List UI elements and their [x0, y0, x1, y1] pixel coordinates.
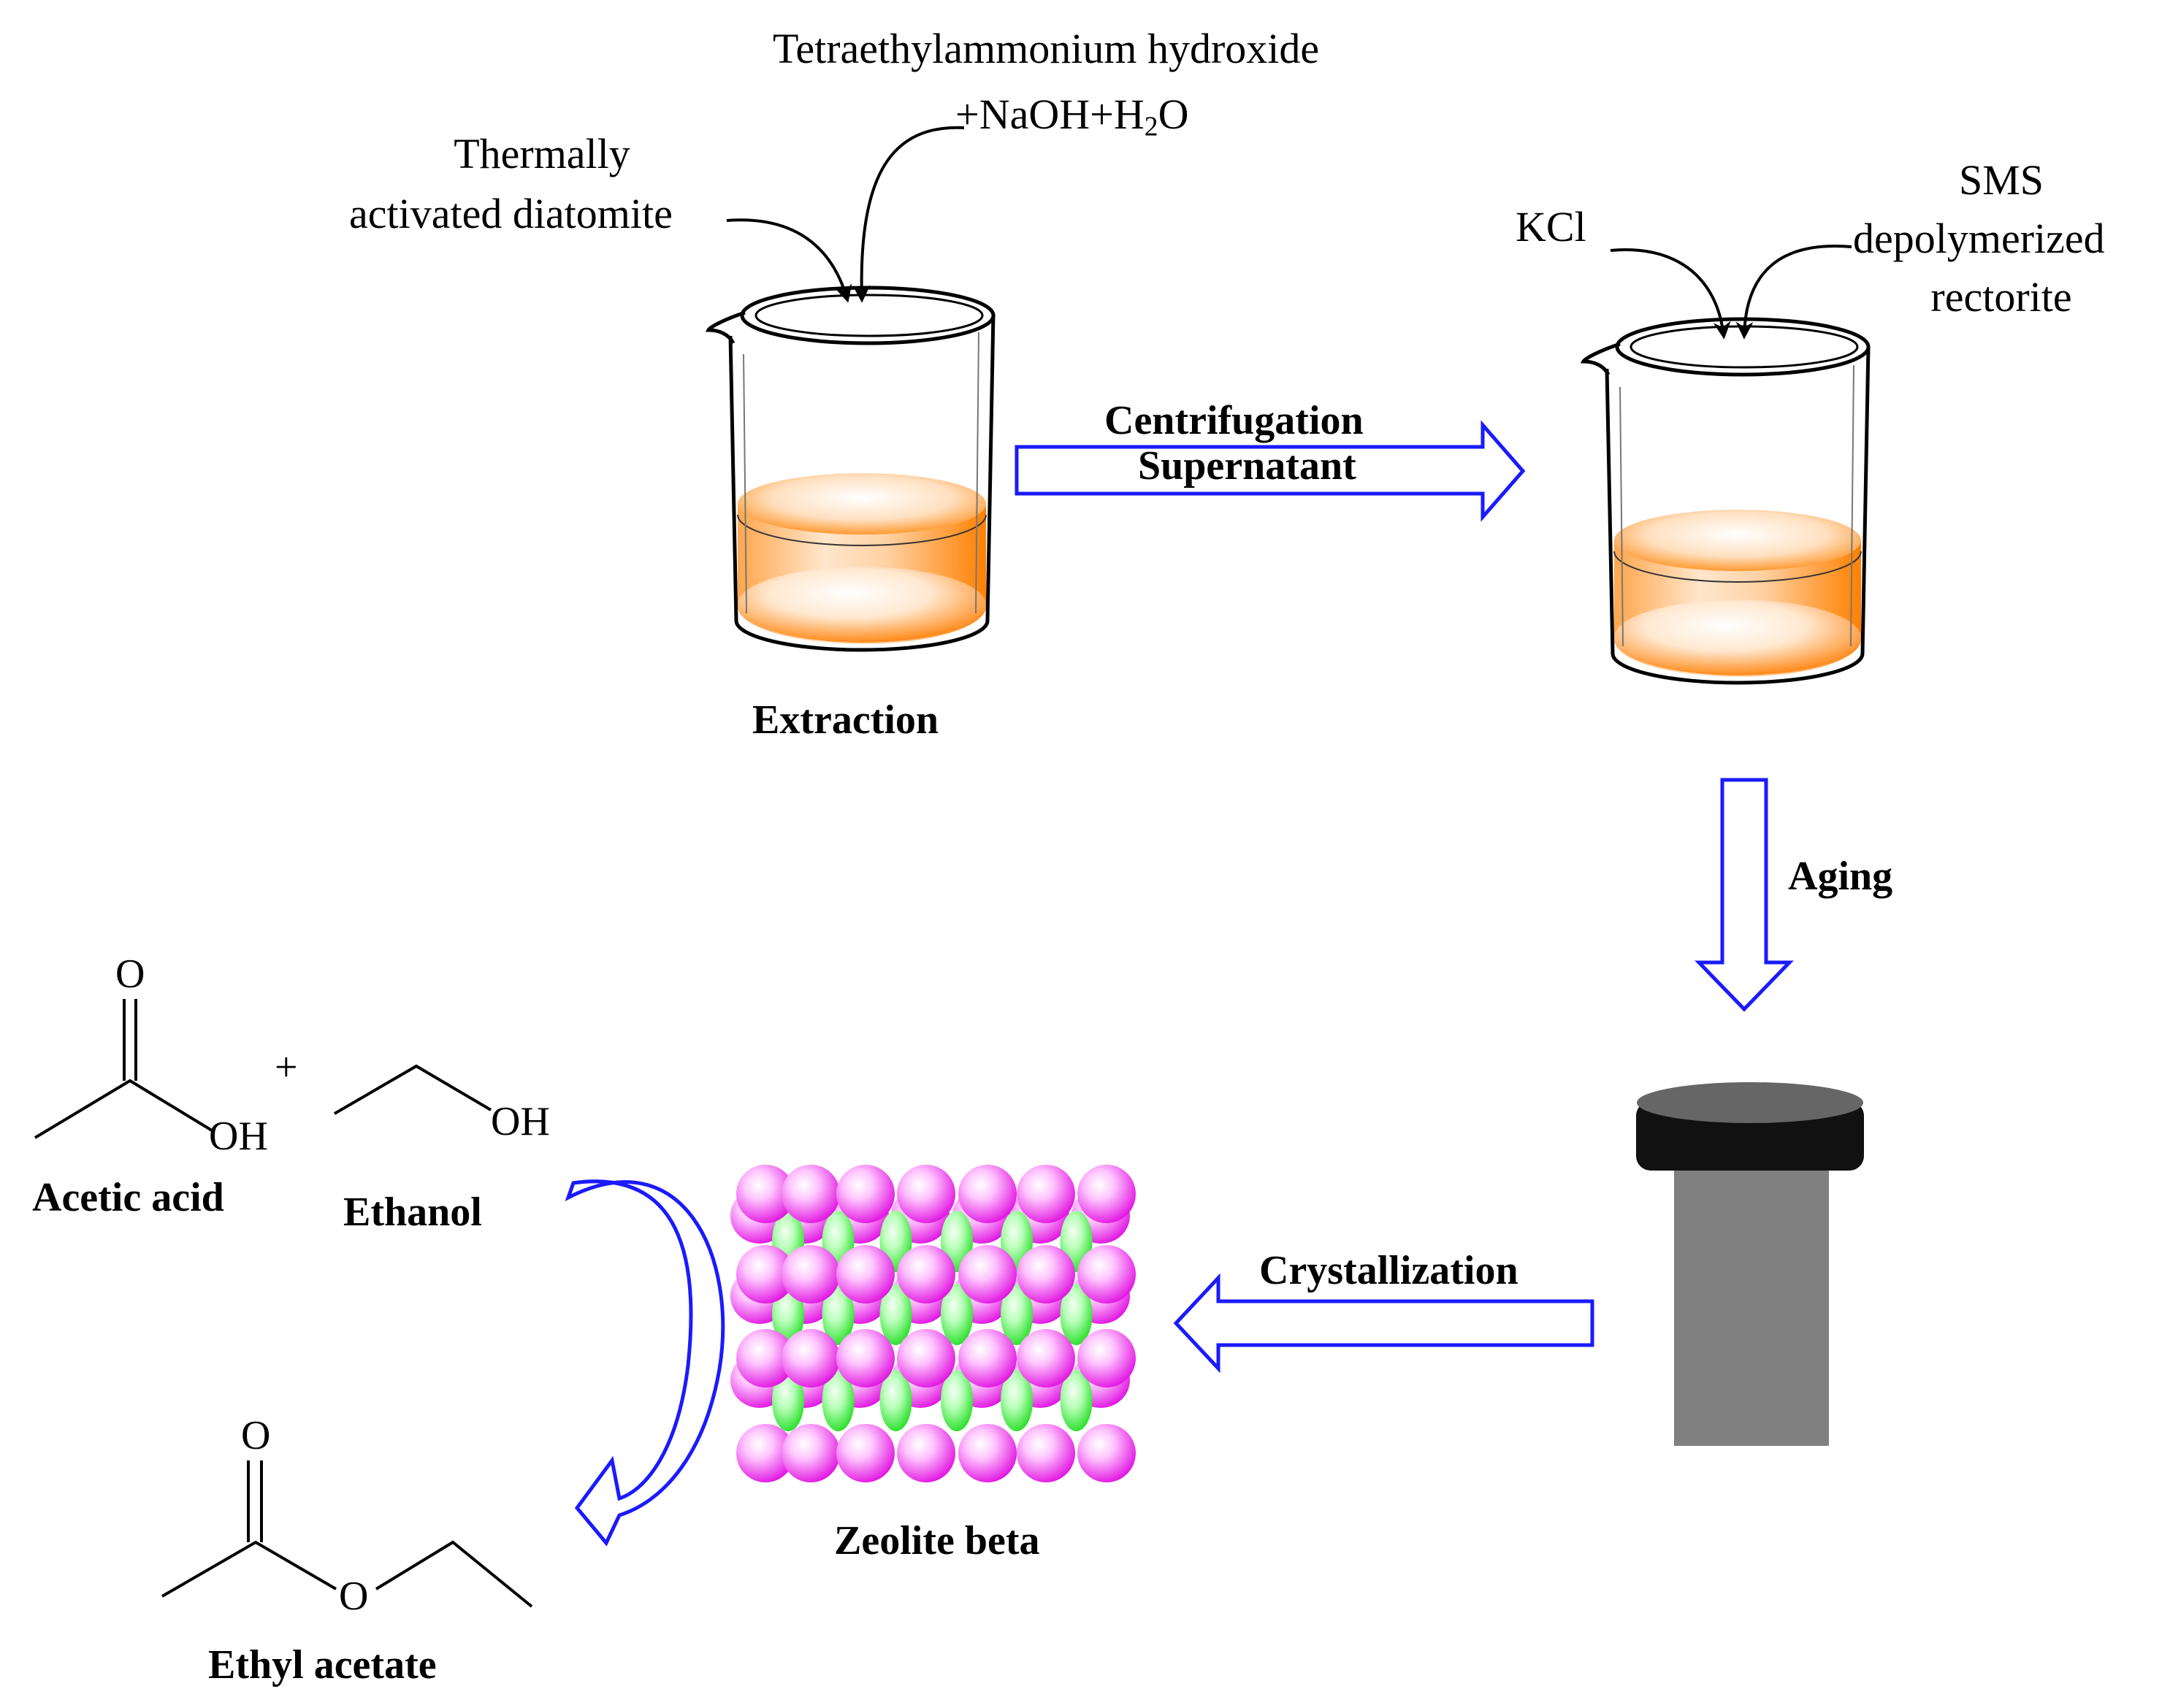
zeolite-beta-model — [730, 1165, 1136, 1482]
zeolite-pink-sphere — [836, 1424, 895, 1482]
beaker2-liquid-bottom — [1614, 600, 1861, 675]
ethanol-oh: OH — [491, 1099, 550, 1144]
beaker1-spout — [705, 310, 746, 345]
zeolite-green-sphere — [1001, 1370, 1033, 1431]
acetic-acid-label: Acetic acid — [32, 1175, 224, 1220]
beaker1-liquid-surface — [738, 473, 986, 535]
diatomite-label-line1: Thermally — [454, 130, 630, 177]
zeolite-pink-sphere — [1077, 1424, 1136, 1482]
zeolite-pink-sphere — [782, 1245, 840, 1303]
zeolite-pink-sphere — [736, 1165, 795, 1223]
zeolite-pink-sphere — [736, 1424, 795, 1482]
sms-arrow — [1735, 245, 1852, 340]
zeolite-beta-label: Zeolite beta — [834, 1518, 1040, 1563]
naoh-water-label: +NaOH+H2O — [955, 91, 1189, 141]
diatomite-arrow — [726, 218, 852, 303]
zeolite-pink-sphere — [897, 1245, 955, 1303]
zeolite-pink-sphere — [897, 1424, 955, 1482]
ethanol-label: Ethanol — [343, 1190, 482, 1235]
aging-arrow — [1695, 778, 1794, 1012]
ethyl-acetate-carbonyl-o: O — [241, 1413, 271, 1458]
crystallization-arrow — [1173, 1273, 1594, 1374]
water-subscript: 2 — [1144, 111, 1158, 142]
acetic-acid-structure — [34, 999, 213, 1139]
zeolite-green-sphere — [822, 1370, 855, 1431]
esterification-curved-arrow — [565, 1179, 725, 1547]
zeolite-green-sphere — [879, 1284, 912, 1345]
kcl-arrow — [1610, 248, 1731, 340]
zeolite-pink-sphere — [958, 1245, 1017, 1303]
crystallization-label: Crystallization — [1259, 1248, 1518, 1293]
zeolite-pink-sphere — [958, 1424, 1017, 1482]
zeolite-green-sphere — [1060, 1284, 1093, 1345]
zeolite-pink-sphere — [1077, 1329, 1136, 1387]
zeolite-pink-sphere — [897, 1329, 955, 1387]
beaker-extraction — [705, 286, 996, 652]
zeolite-green-sphere — [1060, 1370, 1093, 1431]
beaker2-glass — [1605, 346, 1871, 685]
beaker1-glass — [728, 313, 996, 652]
zeolite-pink-sphere — [1017, 1165, 1075, 1223]
teaoh-arrow — [852, 126, 965, 303]
aging-label: Aging — [1788, 854, 1893, 899]
autoclave-body — [1674, 1161, 1829, 1446]
ethyl-acetate-label: Ethyl acetate — [208, 1642, 437, 1688]
zeolite-pink-sphere — [1017, 1424, 1075, 1482]
beaker-aged-gel — [1580, 317, 1871, 685]
zeolite-pink-sphere — [1017, 1329, 1075, 1387]
zeolite-pink-sphere — [836, 1165, 895, 1223]
acetic-acid-carbonyl-o: O — [115, 951, 145, 997]
zeolite-pink-sphere — [736, 1329, 795, 1387]
autoclave-lid-top — [1637, 1082, 1863, 1123]
zeolite-green-sphere — [941, 1284, 973, 1345]
zeolite-green-sphere — [1001, 1284, 1033, 1345]
autoclave — [1636, 1082, 1864, 1446]
sms-label-line3: rectorite — [1930, 273, 2072, 321]
zeolite-pink-sphere — [897, 1165, 955, 1223]
kcl-label: KCl — [1516, 203, 1586, 250]
ethanol-structure — [333, 1064, 492, 1115]
sms-label-line2: depolymerized — [1853, 215, 2105, 262]
zeolite-pink-sphere — [782, 1165, 840, 1223]
beaker2-liquid-surface — [1614, 510, 1861, 571]
ethyl-acetate-structure — [161, 1460, 533, 1608]
plus-sign: + — [275, 1045, 298, 1090]
naoh-prefix: +NaOH+H — [955, 91, 1145, 138]
acetic-acid-oh: OH — [209, 1114, 268, 1159]
beaker2-spout — [1580, 342, 1621, 376]
centrifugation-arrow — [1015, 420, 1526, 522]
ethyl-acetate-ester-o: O — [339, 1574, 369, 1619]
zeolite-pink-sphere — [736, 1245, 795, 1303]
zeolite-pink-sphere — [1017, 1245, 1075, 1303]
naoh-suffix: O — [1158, 91, 1189, 138]
sms-label-line1: SMS — [1958, 156, 2044, 204]
zeolite-pink-sphere — [836, 1329, 895, 1387]
zeolite-pink-sphere — [1077, 1165, 1136, 1223]
centrifugation-label: Centrifugation — [1104, 398, 1364, 443]
beaker1-liquid-bottom — [738, 567, 986, 643]
zeolite-pink-sphere — [782, 1329, 840, 1387]
zeolite-green-sphere — [879, 1370, 912, 1431]
zeolite-pink-sphere — [958, 1165, 1017, 1223]
zeolite-pink-sphere — [958, 1329, 1017, 1387]
zeolite-pink-sphere — [782, 1424, 840, 1482]
teaoh-label: Tetraethylammonium hydroxide — [773, 25, 1320, 72]
zeolite-green-sphere — [822, 1284, 855, 1345]
zeolite-pink-sphere — [1077, 1245, 1136, 1303]
diatomite-label-line2: activated diatomite — [349, 190, 673, 237]
zeolite-green-sphere — [941, 1370, 973, 1431]
supernatant-label: Supernatant — [1138, 443, 1356, 489]
zeolite-pink-sphere — [836, 1245, 895, 1303]
extraction-label: Extraction — [752, 697, 939, 743]
zeolite-green-sphere — [772, 1370, 804, 1431]
